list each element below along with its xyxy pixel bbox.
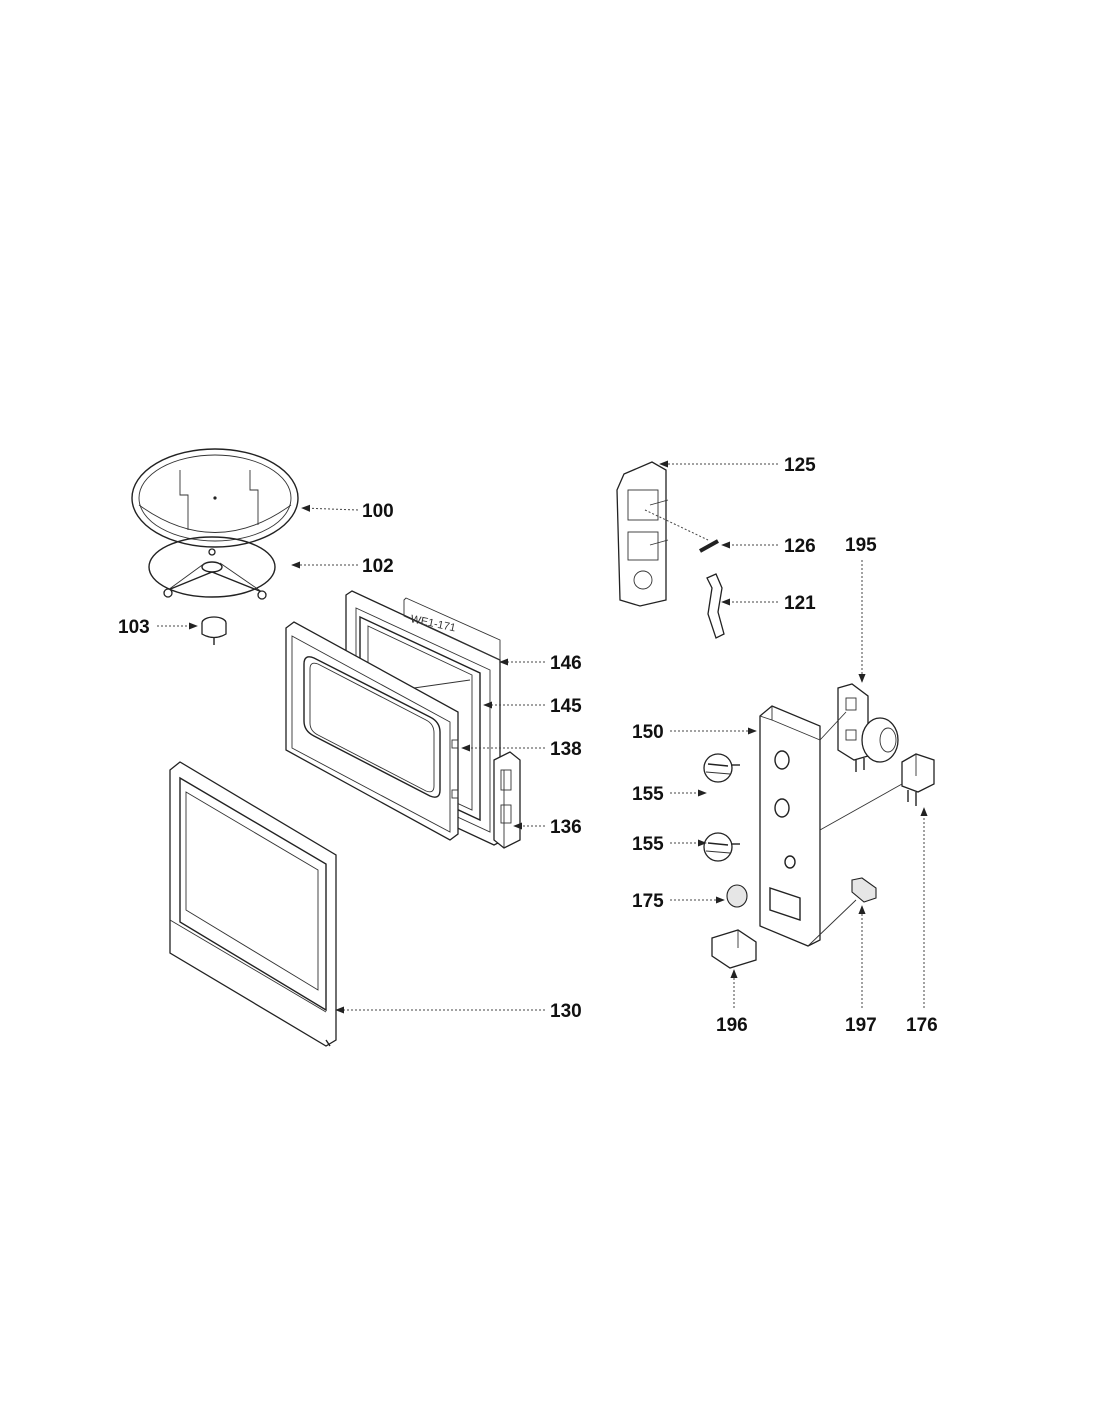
label-121: 121 xyxy=(784,593,816,614)
door-latch-part xyxy=(493,751,521,849)
label-155-upper: 155 xyxy=(632,784,664,805)
door-panel-part xyxy=(169,761,337,1047)
label-103: 103 xyxy=(118,617,150,638)
pin-part xyxy=(699,539,719,553)
turntable-tray-part xyxy=(131,448,299,548)
push-button-part xyxy=(726,884,748,908)
relay-part xyxy=(901,753,935,806)
label-196: 196 xyxy=(716,1015,748,1036)
label-145: 145 xyxy=(550,696,582,717)
switch-assembly-part xyxy=(837,683,899,772)
coupler-part xyxy=(201,616,227,645)
label-175: 175 xyxy=(632,891,664,912)
roller-ring-part xyxy=(148,536,276,600)
label-126: 126 xyxy=(784,536,816,557)
knob-part-lower xyxy=(703,832,740,862)
button-cover-part xyxy=(711,929,757,969)
label-155-lower: 155 xyxy=(632,834,664,855)
switch-bracket-part xyxy=(616,461,709,607)
door-frame-part xyxy=(285,621,459,841)
label-146: 146 xyxy=(550,653,582,674)
label-130: 130 xyxy=(550,1001,582,1022)
label-100: 100 xyxy=(362,501,394,522)
label-197: 197 xyxy=(845,1015,877,1036)
label-125: 125 xyxy=(784,455,816,476)
label-176: 176 xyxy=(906,1015,938,1036)
label-102: 102 xyxy=(362,556,394,577)
lever-part xyxy=(706,573,725,639)
control-panel-part xyxy=(759,705,821,947)
connector-part xyxy=(851,877,877,903)
label-136: 136 xyxy=(550,817,582,838)
knob-part-upper xyxy=(703,753,740,783)
label-195: 195 xyxy=(845,535,877,556)
label-138: 138 xyxy=(550,739,582,760)
label-150: 150 xyxy=(632,722,664,743)
